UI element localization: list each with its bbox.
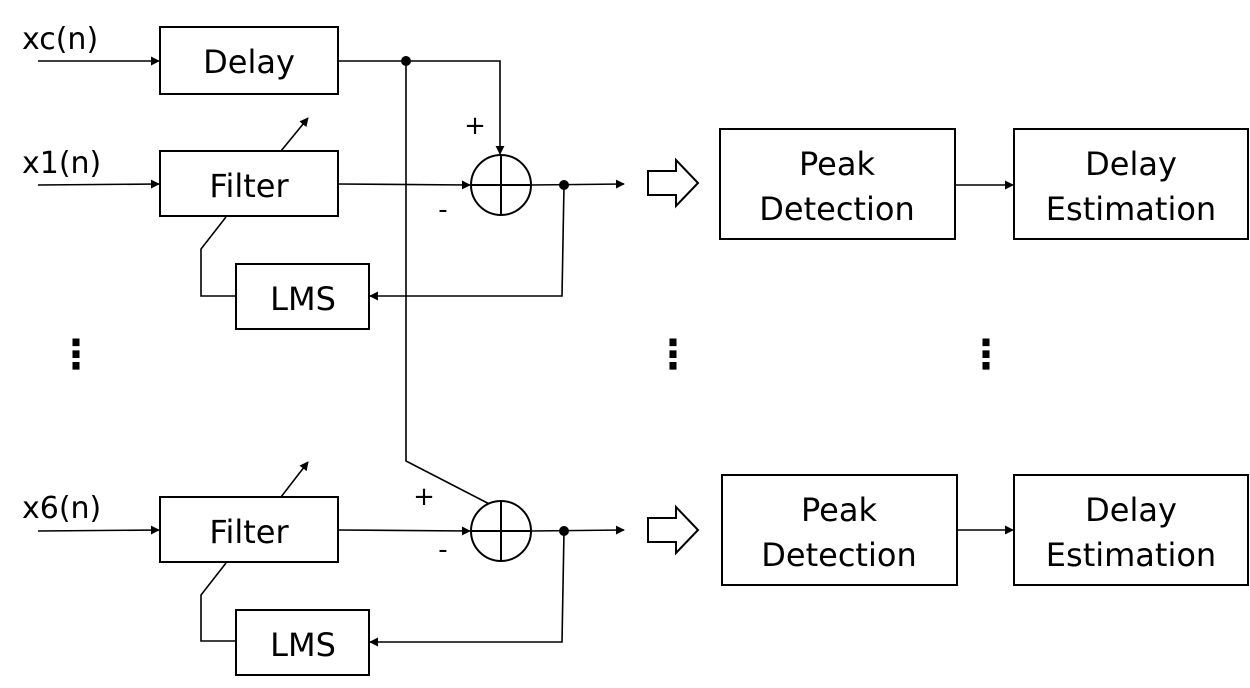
delay-block: Delay [159, 26, 339, 95]
minus-sign-top: - [438, 195, 447, 225]
lms-block-bottom-label: LMS [270, 626, 336, 664]
wire-filter-to-summer-bottom [337, 526, 471, 536]
peak-detection-bottom-line2: Detection [761, 536, 916, 574]
delay-estimation-bottom-line1: Delay [1085, 491, 1177, 529]
input-label-xc: xc(n) [22, 22, 98, 57]
delay-estimation-block-bottom: Delay Estimation [1013, 474, 1249, 586]
wire-lms-to-filter-bottom [200, 562, 236, 642]
filter-block-top-label: Filter [209, 167, 289, 205]
ellipsis-inputs: ⋮ [56, 332, 96, 378]
peak-detection-block-bottom: Peak Detection [721, 474, 958, 586]
minus-sign-bottom: - [438, 535, 447, 565]
delay-estimation-bottom-line2: Estimation [1046, 536, 1216, 574]
input-label-x1: x1(n) [22, 146, 101, 181]
wire-error-to-lms-bottom [369, 530, 565, 647]
wire-delay-to-summer-bottom [405, 61, 500, 510]
delay-estimation-top-line2: Estimation [1046, 190, 1216, 228]
delay-estimation-block-top: Delay Estimation [1013, 128, 1249, 240]
peak-detection-top-line1: Peak [799, 145, 875, 183]
peak-detection-block-top: Peak Detection [719, 128, 956, 240]
plus-sign-top: + [464, 111, 486, 141]
filter-block-bottom: Filter [159, 496, 339, 563]
lms-block-bottom: LMS [235, 609, 370, 676]
hollow-arrow-bottom [647, 504, 700, 556]
lms-block-top: LMS [235, 263, 370, 330]
wire-error-to-lms-top [369, 184, 565, 301]
filter-block-bottom-label: Filter [209, 513, 289, 551]
wire-summer-out-top [530, 179, 625, 189]
filter-block-top: Filter [159, 150, 339, 217]
wire-x6-to-filter [37, 525, 160, 535]
input-label-x6: x6(n) [22, 491, 101, 526]
summer-top [470, 154, 532, 216]
wire-filter-to-summer-top [337, 180, 471, 190]
wire-delay-to-summer-top [406, 60, 505, 155]
adaptive-arrow-bottom [280, 461, 309, 498]
ellipsis-right: ⋮ [966, 332, 1006, 378]
delay-estimation-top-line1: Delay [1085, 145, 1177, 183]
ellipsis-middle: ⋮ [653, 332, 693, 378]
wire-summer-out-bottom [530, 525, 625, 535]
peak-detection-bottom-line1: Peak [801, 491, 877, 529]
hollow-arrow-top [647, 157, 700, 209]
wire-x1-to-filter [37, 179, 160, 189]
delay-block-label: Delay [203, 43, 295, 81]
summer-bottom [470, 500, 532, 562]
lms-block-top-label: LMS [270, 280, 336, 318]
peak-detection-top-line2: Detection [759, 190, 914, 228]
wire-lms-to-filter-top [200, 216, 236, 297]
adaptive-arrow-top [280, 117, 309, 152]
plus-sign-bottom: + [413, 482, 435, 512]
